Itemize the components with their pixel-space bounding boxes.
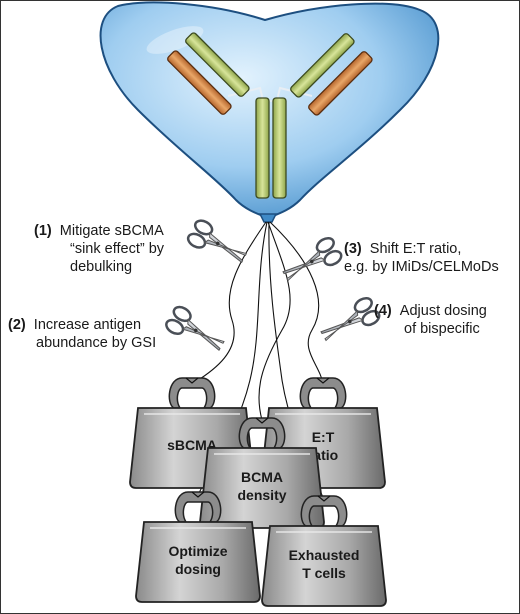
label-step-1-line3: debulking: [70, 259, 133, 275]
weight-exhausted-tcells: Exhausted T cells: [261, 495, 387, 607]
weight-optimize-dosing-label-1: Optimize: [168, 543, 227, 559]
weight-optimize-dosing-label-2: dosing: [175, 561, 221, 577]
weight-et-ratio-label-1: E:T: [312, 429, 335, 445]
antibody-left-arm: [167, 32, 250, 115]
weight-bcma-density-label-2: density: [237, 487, 286, 503]
label-step-1-line1: Mitigate sBCMA: [59, 223, 164, 239]
weight-exhausted-tcells-label-1: Exhausted: [289, 547, 360, 563]
label-step-4-line2: of bispecific: [404, 321, 480, 337]
string-ties: [185, 377, 331, 502]
weight-optimize-dosing: Optimize dosing: [135, 491, 261, 603]
weight-bcma-density: BCMA density: [199, 417, 325, 529]
weight-sbcma-label: sBCMA: [167, 437, 217, 453]
label-step-1-line2: “sink effect” by: [70, 241, 165, 257]
label-step-3-line2: e.g. by IMiDs/CELMoDs: [344, 259, 499, 275]
label-step-1-number: (1): [34, 223, 52, 239]
label-step-4-number: (4): [374, 303, 392, 319]
label-step-2-number: (2): [8, 317, 26, 333]
balloon-knot: [258, 213, 278, 223]
label-step-4: (4) Adjust dosing of bispecific: [374, 302, 487, 338]
antibody-stem: [255, 97, 287, 199]
weight-exhausted-tcells-label-2: T cells: [302, 565, 346, 581]
antibody-right-arm: [290, 33, 373, 116]
antibody: [167, 32, 373, 199]
label-step-2-line2: abundance by GSI: [36, 335, 157, 351]
label-step-3: (3) Shift E:T ratio, e.g. by IMiDs/CELMo…: [344, 240, 499, 276]
label-step-4-line1: Adjust dosing: [399, 303, 487, 319]
label-step-2: (2) Increase antigen abundance by GSI: [8, 316, 156, 352]
label-step-1: (1) Mitigate sBCMA “sink effect” by debu…: [34, 222, 164, 276]
label-step-2-line1: Increase antigen: [33, 317, 142, 333]
label-step-3-number: (3): [344, 241, 362, 257]
weight-bcma-density-label-1: BCMA: [241, 469, 283, 485]
label-step-3-line1: Shift E:T ratio,: [369, 241, 462, 257]
weight-sbcma: sBCMA: [129, 377, 255, 489]
